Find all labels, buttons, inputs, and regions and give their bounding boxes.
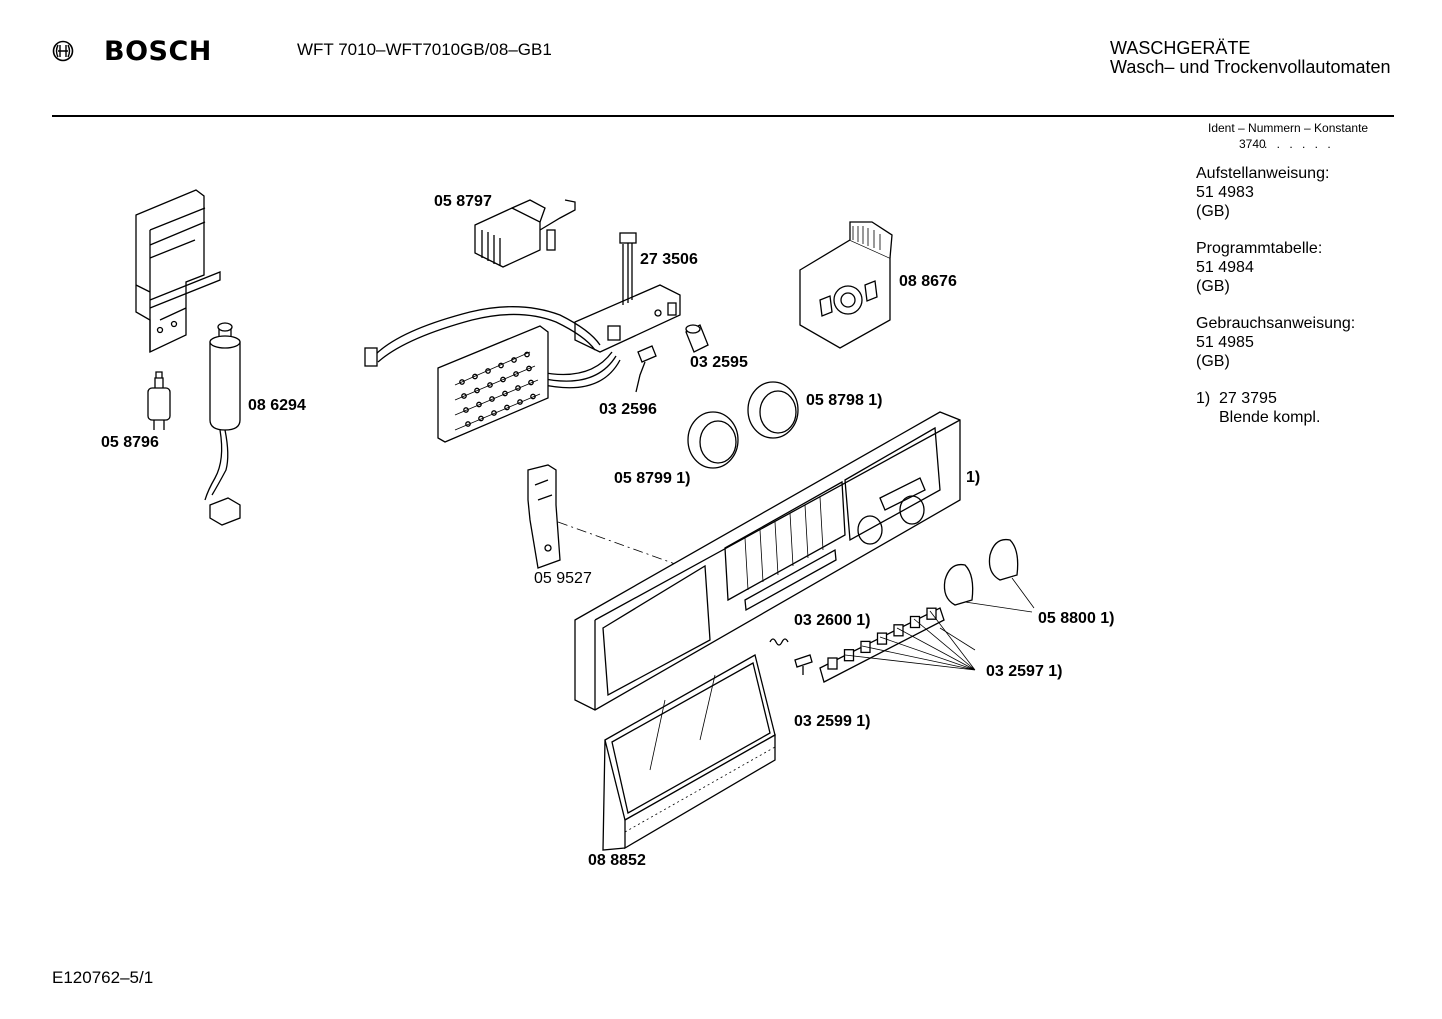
pcb-component <box>478 415 484 422</box>
note-text: Blende kompl. <box>1219 409 1321 426</box>
connector-032596-drawing <box>635 345 657 393</box>
label-086294: 08 6294 <box>248 397 306 414</box>
pcb-component <box>498 362 504 369</box>
label-088676: 08 8676 <box>899 273 957 290</box>
ident-label: Ident – Nummern – Konstante <box>1208 121 1369 135</box>
pcb-component <box>459 379 465 385</box>
label-032597: 03 2597 1) <box>986 663 1063 680</box>
programm-lang: (GB) <box>1196 278 1230 295</box>
rail-key <box>827 657 838 670</box>
label-058798: 05 8798 1) <box>806 392 883 409</box>
pcb-component <box>513 371 519 377</box>
pcb-component <box>474 387 480 394</box>
small-capacitor-drawing <box>147 371 171 430</box>
ident-dots: . . . . . . <box>1264 137 1334 151</box>
pcb-component <box>485 368 491 374</box>
bosch-logo-icon <box>52 40 74 62</box>
control-board-drawing <box>437 325 549 443</box>
note-number: 27 3795 <box>1219 390 1277 407</box>
pcb-component <box>504 404 510 411</box>
front-panel-drawing <box>574 411 961 711</box>
switch-module-drawing <box>474 199 576 268</box>
lamp-032595-drawing <box>685 324 709 353</box>
aufstell-lang: (GB) <box>1196 203 1230 220</box>
large-capacitor-drawing <box>204 322 241 526</box>
ribbon-cable <box>539 351 621 389</box>
rail-key <box>926 607 937 620</box>
header-divider <box>52 115 1394 117</box>
label-032599: 03 2599 1) <box>794 713 871 730</box>
model-number: WFT 7010–WFT7010GB/08–GB1 <box>297 40 552 59</box>
program-timer-drawing <box>799 221 893 349</box>
pcb-component <box>502 390 508 397</box>
pcb-component <box>524 351 530 358</box>
label-032600: 03 2600 1) <box>794 612 871 629</box>
pcb-component <box>472 373 478 380</box>
wire-harness <box>374 306 601 356</box>
pin-032599-drawing <box>794 654 813 675</box>
rail-key <box>876 632 888 645</box>
label-058796: 05 8796 <box>101 434 159 451</box>
pcb-component <box>461 393 467 399</box>
pcb-component <box>526 365 532 372</box>
ident-value: 3740 <box>1239 137 1266 151</box>
knob-ring-058799-drawing <box>687 411 739 469</box>
label-058800: 05 8800 1) <box>1038 610 1115 627</box>
label-032595: 03 2595 <box>690 354 748 371</box>
button-rail-drawing <box>819 607 976 683</box>
aufstell-title: Aufstellanweisung: <box>1196 165 1330 182</box>
mounting-bracket-drawing <box>135 189 221 354</box>
label-032596: 03 2596 <box>599 401 657 418</box>
label-058797: 05 8797 <box>434 193 492 210</box>
pcb-component <box>530 393 536 400</box>
pcb-component <box>528 379 534 386</box>
label-059527: 05 9527 <box>534 570 592 587</box>
aufstell-number: 51 4983 <box>1196 184 1254 201</box>
drawing-code: E120762–5/1 <box>52 968 154 987</box>
rail-key <box>909 615 921 629</box>
pcb-component <box>500 376 506 383</box>
label-front-panel: 1) <box>966 469 980 486</box>
category-title: WASCHGERÄTE <box>1110 38 1251 58</box>
knob-ring-058798-drawing <box>747 381 799 439</box>
programm-title: Programmtabelle: <box>1196 240 1323 257</box>
pcb-component <box>476 401 482 408</box>
label-088852: 08 8852 <box>588 852 646 869</box>
gebrauch-lang: (GB) <box>1196 353 1230 370</box>
gebrauch-title: Gebrauchsanweisung: <box>1196 315 1356 332</box>
knob-058800-drawing <box>943 538 1035 613</box>
circuit-board-drawing <box>574 232 681 353</box>
label-058799: 05 8799 1) <box>614 470 691 487</box>
pcb-component <box>491 410 497 416</box>
programm-number: 51 4984 <box>1196 259 1254 276</box>
note-marker: 1) <box>1196 390 1211 407</box>
rail-key <box>893 624 904 637</box>
door-cover-drawing <box>602 654 776 851</box>
gebrauch-number: 51 4985 <box>1196 334 1254 351</box>
pcb-component <box>489 396 495 402</box>
pcb-component <box>463 407 469 413</box>
leader-032597 <box>939 627 976 651</box>
pcb-component <box>465 421 471 427</box>
wire-connector <box>364 347 378 367</box>
pcb-component <box>517 399 523 405</box>
latch-059527-drawing <box>527 464 561 569</box>
label-273506: 27 3506 <box>640 251 698 268</box>
pcb-component <box>511 357 517 363</box>
pcb-component <box>515 385 521 391</box>
brand-name: BOSCH <box>104 36 212 67</box>
pcb-component <box>487 382 493 388</box>
spring-032600-drawing <box>769 638 789 646</box>
category-subtitle: Wasch– und Trockenvollautomaten <box>1110 57 1391 77</box>
